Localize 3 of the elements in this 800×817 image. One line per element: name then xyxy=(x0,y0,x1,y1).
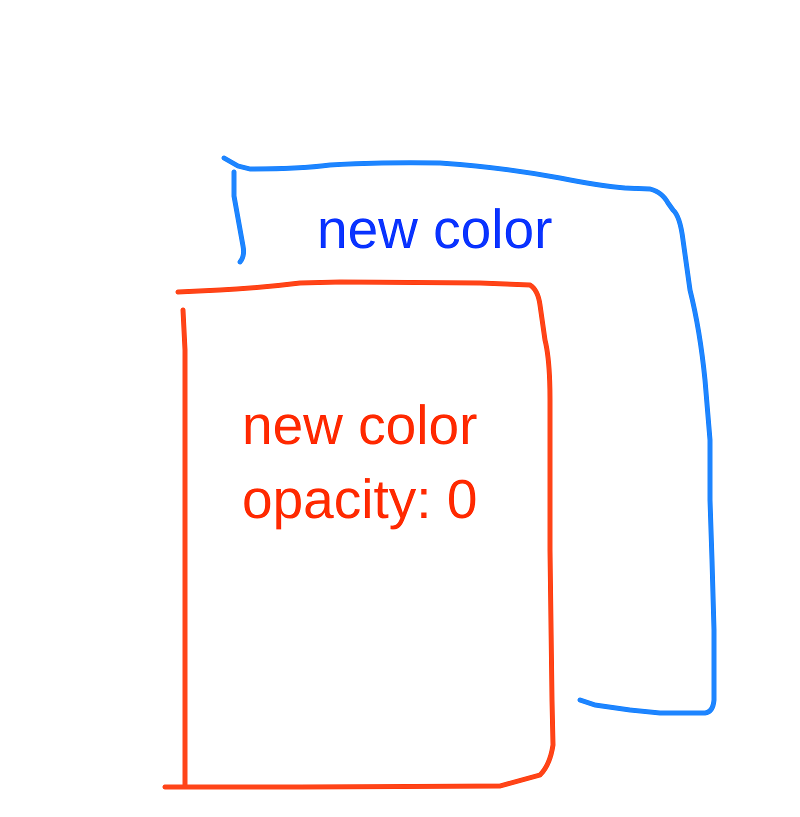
box-label: opacity: 0 xyxy=(242,472,478,527)
box-label: new color xyxy=(317,202,552,257)
box-label: new color xyxy=(242,398,478,453)
